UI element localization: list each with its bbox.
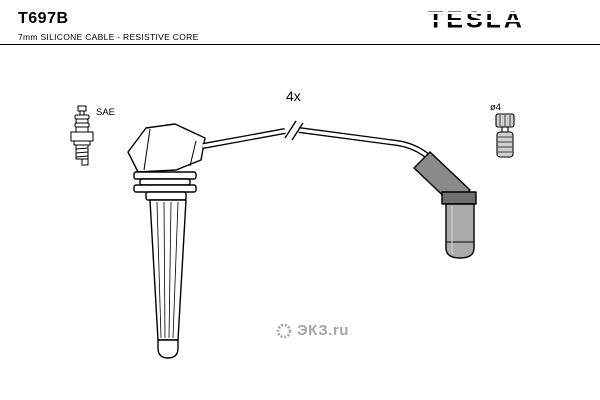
coil-boot-drawing <box>127 123 206 359</box>
header-divider <box>0 44 600 45</box>
cable-drawing <box>202 120 449 178</box>
watermark-text: ЭКЗ.ru <box>297 322 349 339</box>
terminal-icon <box>495 113 515 158</box>
spark-plug-icon <box>70 105 94 166</box>
watermark-logo-icon <box>276 323 292 338</box>
watermark: ЭКЗ.ru <box>276 322 349 339</box>
quantity-label: 4x <box>286 88 301 104</box>
cable-spec-subtitle: 7mm SILICONE CABLE - RESISTIVE CORE <box>18 32 199 42</box>
sae-label: SAE <box>96 107 116 118</box>
diameter-label: ø4 <box>490 102 502 113</box>
elbow-connector-drawing <box>413 151 477 259</box>
break-symbol <box>284 120 304 141</box>
part-number: T697B <box>18 10 69 27</box>
